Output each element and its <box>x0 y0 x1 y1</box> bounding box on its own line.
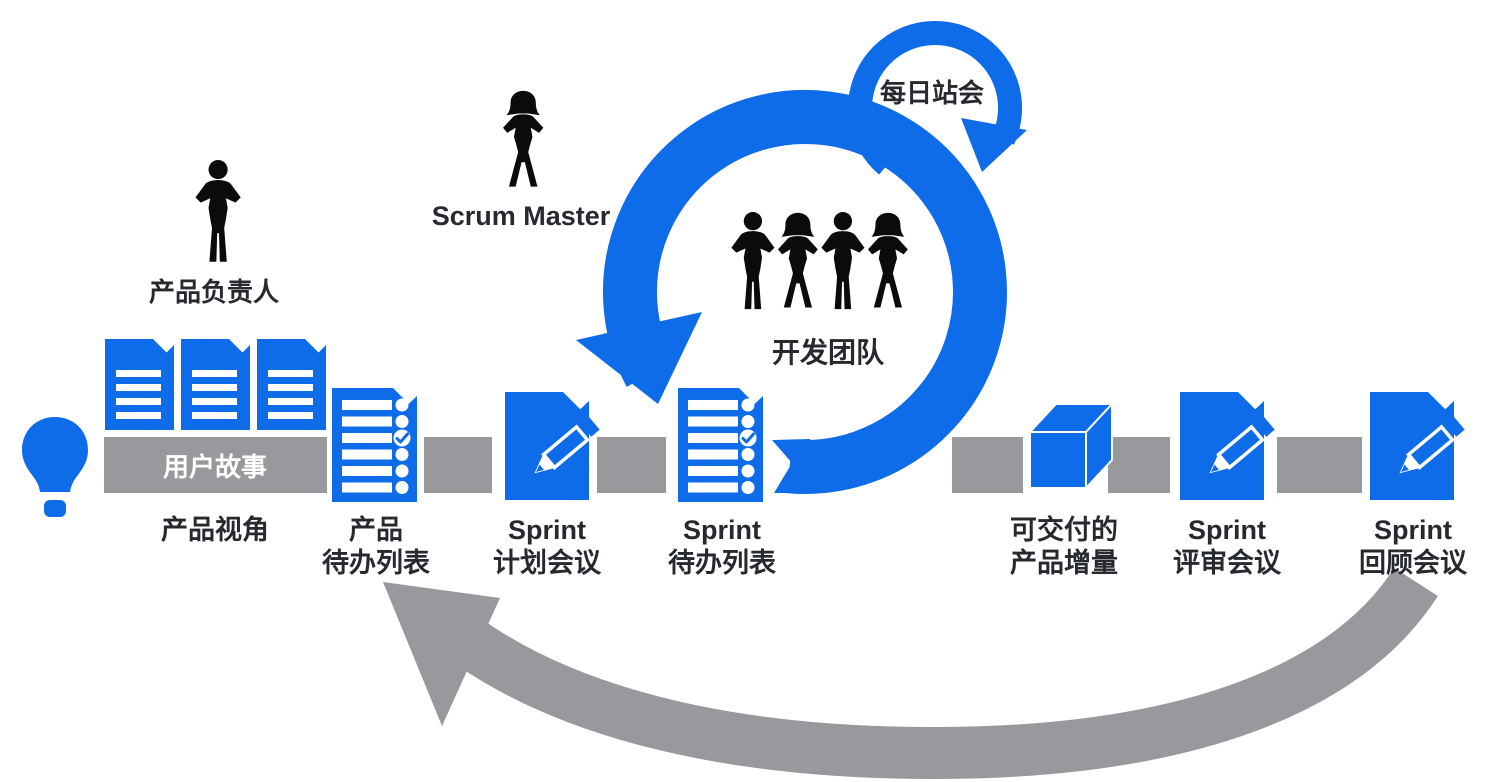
band-segment <box>1108 437 1170 493</box>
cycle-tail-ribbon <box>772 439 813 493</box>
band-segment <box>952 437 1023 493</box>
dev-team-person-icon <box>821 212 865 310</box>
dev-team-person-icon <box>731 212 775 310</box>
label-sprint-retrospective: Sprint 回顾会议 <box>1359 515 1467 578</box>
user-story-documents-icon <box>105 339 326 430</box>
cycle-arrowhead <box>576 312 702 404</box>
scrum-master-person-icon <box>503 90 544 187</box>
product-owner-person-icon <box>195 160 241 262</box>
user-story-document-icon <box>257 339 326 430</box>
sprint-cycle-arrow <box>576 89 1007 494</box>
scrum-master-label: Scrum Master <box>431 201 611 231</box>
sprint-backlog-checklist-icon <box>676 386 765 504</box>
daily-standup-label: 每日站会 <box>879 78 985 108</box>
daily-standup-loop-arrow <box>848 20 1027 175</box>
label-sprint-review: Sprint 评审会议 <box>1173 515 1281 578</box>
product-increment-cube-icon <box>1029 403 1113 489</box>
user-story-document-icon <box>181 339 250 430</box>
dev-team-person-icons <box>731 212 908 310</box>
process-band <box>104 437 1362 493</box>
label-sprint-backlog: Sprint 待办列表 <box>668 515 776 578</box>
sprint-retrospective-pencil-document-icon <box>1368 390 1467 502</box>
band-segment <box>597 437 666 493</box>
sprint-review-pencil-document-icon <box>1178 390 1277 502</box>
label-product-increment: 可交付的 产品增量 <box>1010 515 1118 578</box>
product-owner-label: 产品负责人 <box>148 277 280 307</box>
return-arrowhead <box>383 582 500 726</box>
idea-lightbulb-icon <box>22 417 88 517</box>
sprint-planning-pencil-document-icon <box>503 390 602 502</box>
dev-team-person-icon <box>777 212 818 308</box>
label-sprint-planning: Sprint 计划会议 <box>493 515 601 578</box>
user-story-document-icon <box>105 339 174 430</box>
dev-team-person-icon <box>867 212 908 308</box>
dev-team-label: 开发团队 <box>771 337 885 368</box>
band-segment-user-stories <box>104 437 327 493</box>
return-arrow <box>383 567 1438 780</box>
product-backlog-checklist-icon <box>330 386 419 504</box>
band-segment <box>424 437 492 493</box>
label-product-backlog: 产品 待办列表 <box>322 515 430 578</box>
band-segment <box>1277 437 1362 493</box>
user-stories-band-label: 用户故事 <box>162 452 268 482</box>
loop-arrowhead <box>961 118 1027 172</box>
label-product-vision: 产品视角 <box>161 515 269 545</box>
